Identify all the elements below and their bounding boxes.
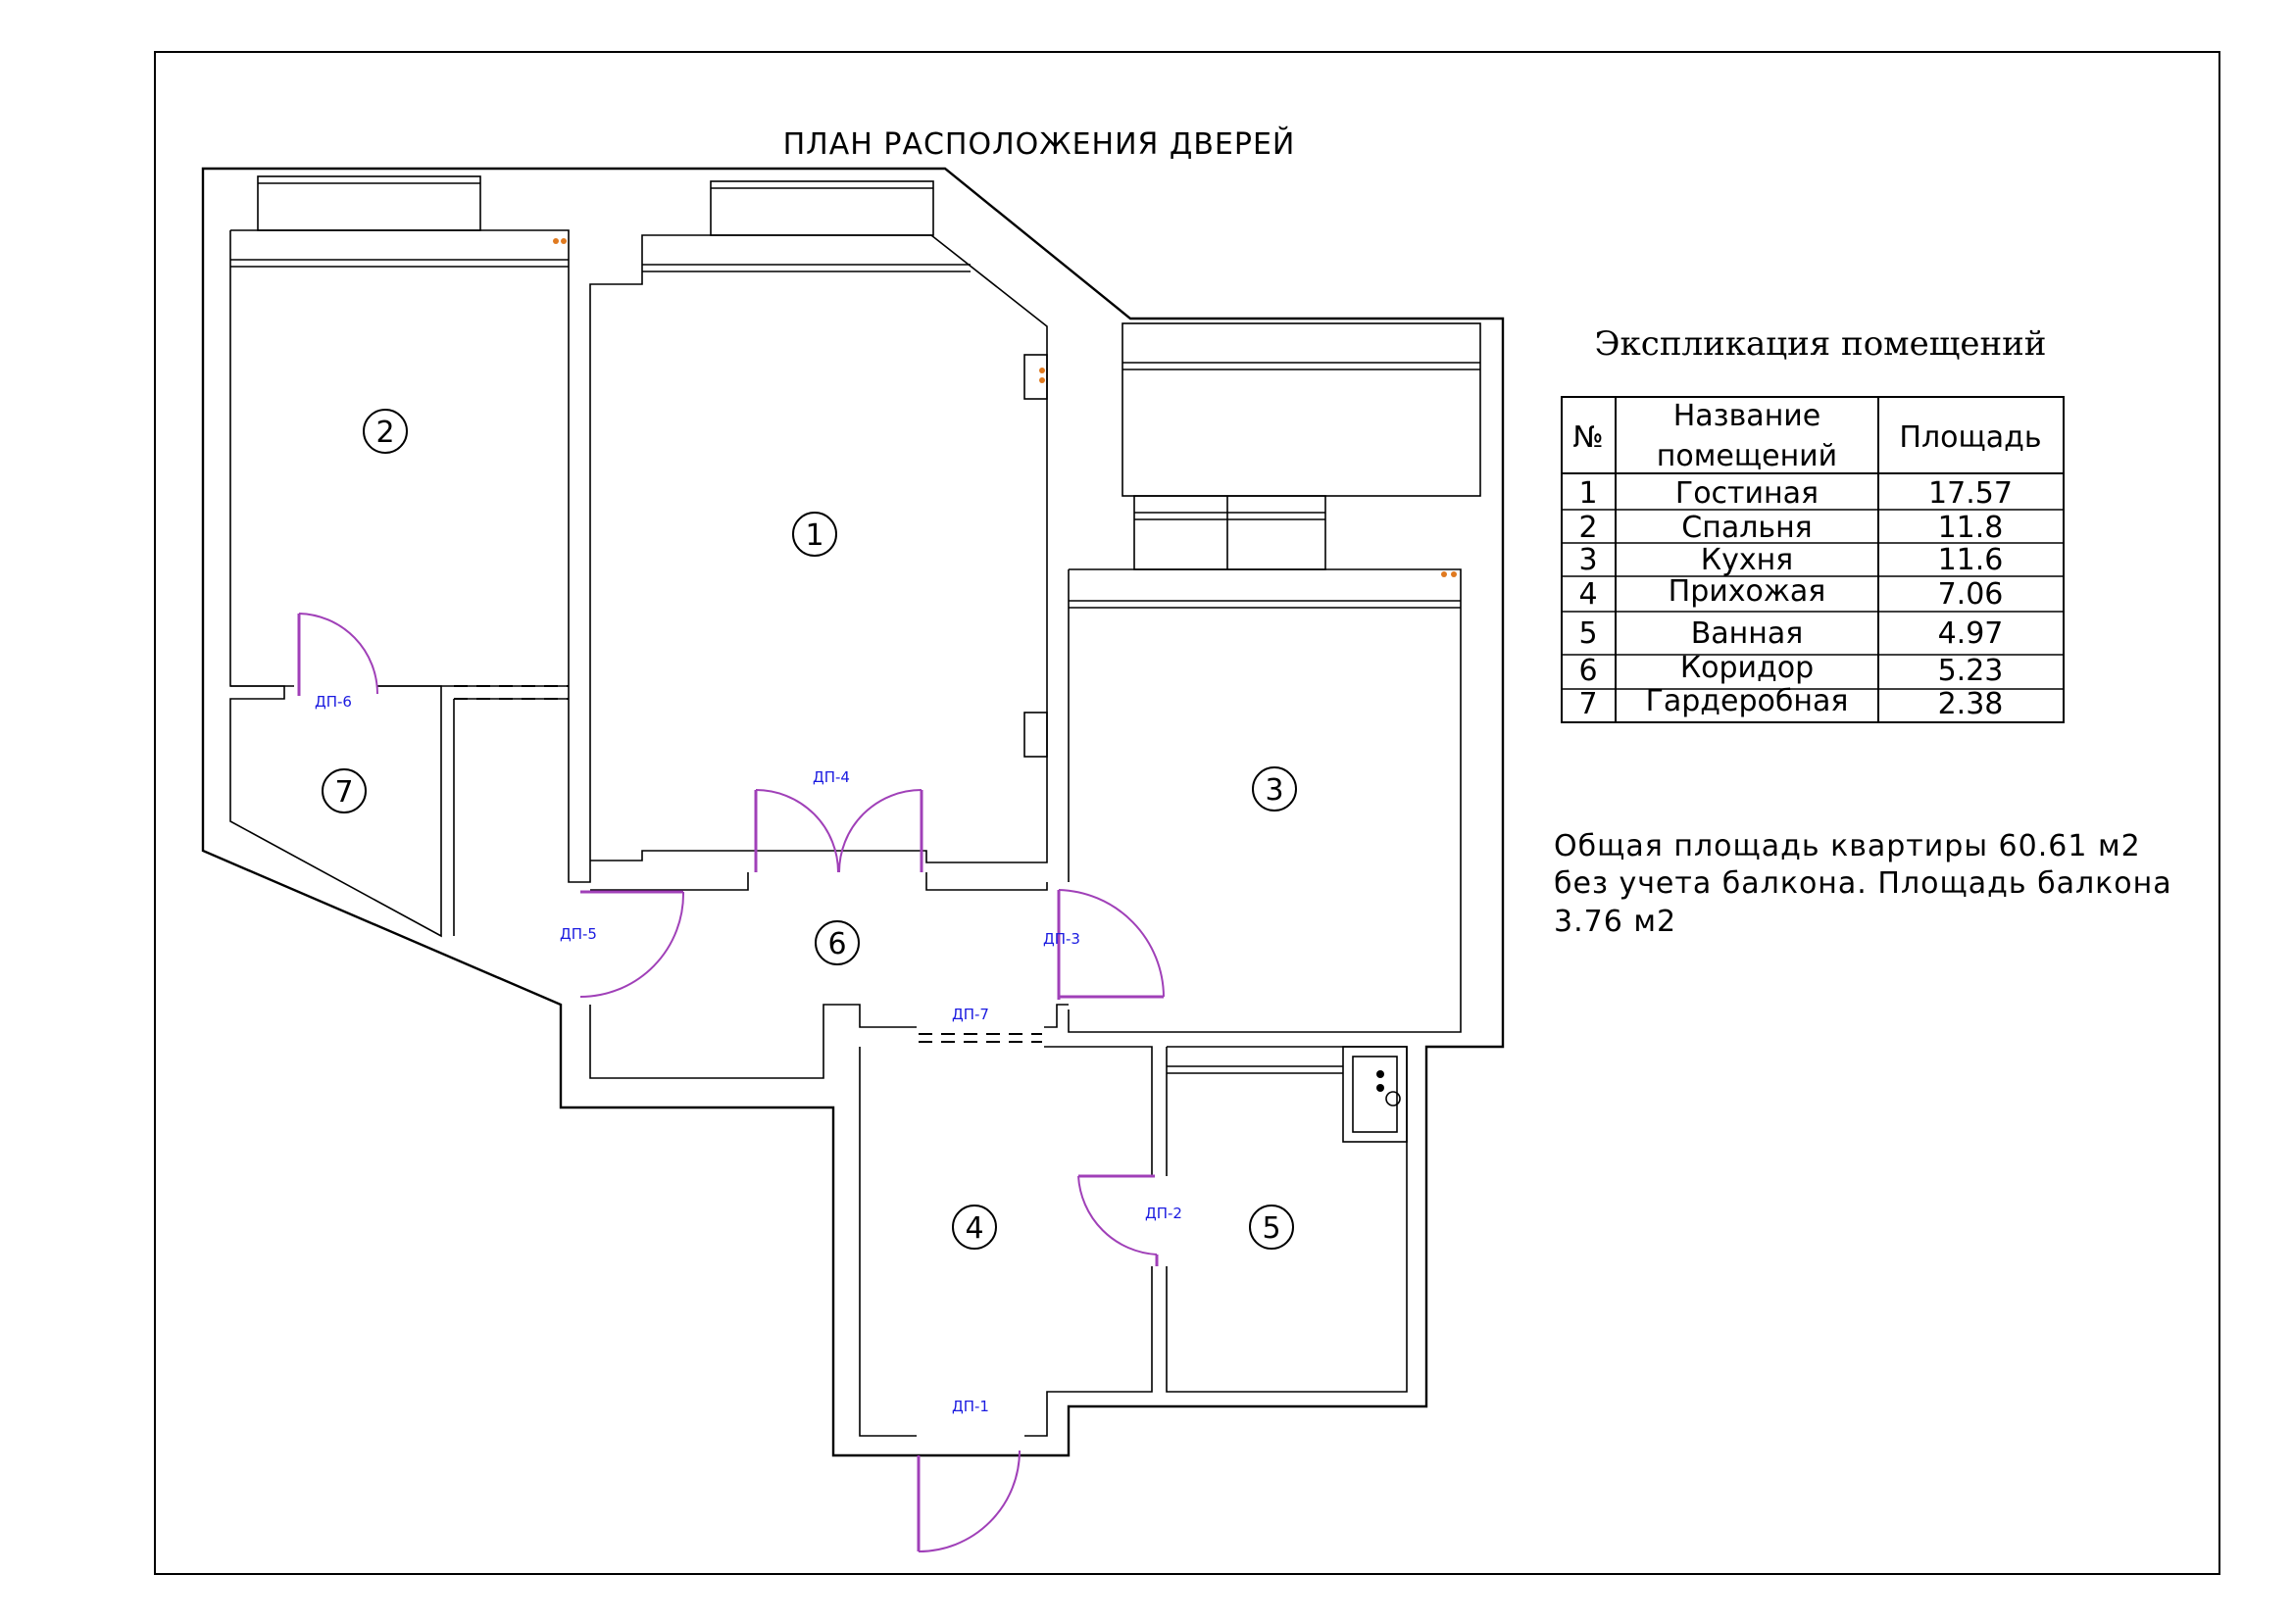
corridor-walls xyxy=(454,685,1069,1079)
room-marker-3: 3 xyxy=(1252,766,1297,812)
explication-table: № Название помещений Площадь 1 Гостиная 17… xyxy=(1561,396,2065,723)
svg-text:2: 2 xyxy=(1578,511,1597,545)
door-label-dp6: ДП-6 xyxy=(315,693,352,711)
kitchen-walls xyxy=(1023,354,1462,1033)
sheet-frame xyxy=(154,51,2220,1575)
door-label-dp7: ДП-7 xyxy=(952,1006,989,1023)
svg-text:5: 5 xyxy=(1578,616,1597,651)
svg-text:Коридор: Коридор xyxy=(1680,651,1814,685)
door-dp5[interactable] xyxy=(579,890,685,998)
room-marker-7: 7 xyxy=(322,768,367,813)
col-header-no: № xyxy=(1572,420,1603,455)
svg-text:2.38: 2.38 xyxy=(1938,687,2004,721)
room-marker-5: 5 xyxy=(1249,1205,1294,1250)
svg-text:1: 1 xyxy=(805,518,823,553)
door-dp6[interactable] xyxy=(297,613,378,696)
room-marker-6: 6 xyxy=(815,920,860,965)
table-row: 3 Кухня 11.6 xyxy=(1578,543,2003,577)
table-row: 6 Коридор 5.23 xyxy=(1578,651,2003,688)
table-row: 5 Ванная 4.97 xyxy=(1578,616,2003,651)
svg-text:7.06: 7.06 xyxy=(1938,577,2004,612)
svg-text:Спальня: Спальня xyxy=(1681,511,1812,545)
svg-text:17.57: 17.57 xyxy=(1928,476,2013,511)
svg-text:1: 1 xyxy=(1578,476,1597,511)
note-line-2: без учета балкона. Площадь балкона xyxy=(1554,866,2172,901)
svg-text:6: 6 xyxy=(827,927,846,961)
svg-text:7: 7 xyxy=(334,775,353,810)
svg-text:Кухня: Кухня xyxy=(1701,543,1793,577)
room-markers: 1 2 3 4 5 6 7 xyxy=(322,409,1297,1250)
door-dp1[interactable] xyxy=(917,1450,1021,1552)
table-row: 4 Прихожая 7.06 xyxy=(1578,574,2003,612)
svg-text:4: 4 xyxy=(1578,577,1597,612)
table-row: 2 Спальня 11.8 xyxy=(1578,511,2003,545)
room-marker-4: 4 xyxy=(952,1205,997,1250)
col-header-name-line2: помещений xyxy=(1657,439,1837,473)
svg-text:Гардеробная: Гардеробная xyxy=(1646,684,1849,718)
door-dp3[interactable] xyxy=(1057,889,1165,1000)
svg-text:4: 4 xyxy=(965,1211,983,1246)
door-dp4[interactable] xyxy=(754,789,923,873)
svg-text:4.97: 4.97 xyxy=(1938,616,2004,651)
svg-text:Прихожая: Прихожая xyxy=(1669,574,1826,609)
svg-text:11.8: 11.8 xyxy=(1938,511,2004,545)
explication-title: Экспликация помещений xyxy=(1595,324,2047,364)
svg-text:3: 3 xyxy=(1578,543,1597,577)
hall-bath-walls xyxy=(859,1046,1408,1437)
door-label-dp2: ДП-2 xyxy=(1145,1205,1182,1222)
svg-text:5.23: 5.23 xyxy=(1938,654,2004,688)
svg-text:3: 3 xyxy=(1265,773,1283,808)
living-window xyxy=(642,180,971,272)
door-labels: ДП-1 ДП-2 ДП-3 ДП-4 ДП-5 ДП-6 ДП-7 xyxy=(315,693,1182,1415)
table-row: 1 Гостиная 17.57 xyxy=(1578,476,2012,511)
room-marker-1: 1 xyxy=(792,512,837,557)
svg-text:6: 6 xyxy=(1578,654,1597,688)
room-marker-2: 2 xyxy=(363,409,408,454)
plan-title: ПЛАН РАСПОЛОЖЕНИЯ ДВЕРЕЙ xyxy=(783,126,1296,162)
door-dp2[interactable] xyxy=(1077,1174,1159,1266)
door-label-dp1: ДП-1 xyxy=(952,1398,989,1415)
table-row: 7 Гардеробная 2.38 xyxy=(1578,684,2003,721)
door-label-dp4: ДП-4 xyxy=(813,768,850,786)
door-label-dp3: ДП-3 xyxy=(1043,930,1080,948)
svg-text:11.6: 11.6 xyxy=(1938,543,2004,577)
svg-text:Ванная: Ванная xyxy=(1691,616,1804,651)
socket-markers xyxy=(553,238,1457,577)
svg-text:5: 5 xyxy=(1262,1211,1280,1246)
svg-text:2: 2 xyxy=(375,416,394,450)
bedroom-window xyxy=(230,175,569,268)
door-label-dp5: ДП-5 xyxy=(560,925,597,943)
note-line-3: 3.76 м2 xyxy=(1554,905,1676,939)
col-header-name-line1: Название xyxy=(1673,399,1821,433)
svg-text:7: 7 xyxy=(1578,687,1597,721)
col-header-area: Площадь xyxy=(1899,420,2041,455)
exterior-walls xyxy=(201,167,1505,1457)
note-line-1: Общая площадь квартиры 60.61 м2 xyxy=(1554,829,2141,863)
balcony xyxy=(1122,322,1481,570)
svg-text:Гостиная: Гостиная xyxy=(1675,476,1819,511)
area-note: Общая площадь квартиры 60.61 м2 без учет… xyxy=(1554,829,2172,939)
